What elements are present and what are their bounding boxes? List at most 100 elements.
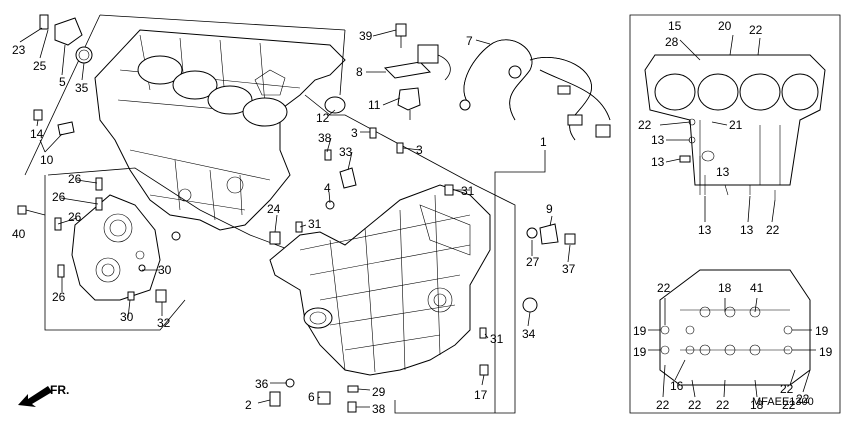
callout-40: 40 <box>12 227 26 241</box>
lower-crankcase <box>269 184 491 376</box>
callout-3a: 3 <box>351 126 358 140</box>
callout-21: 21 <box>729 118 743 132</box>
callout-23: 23 <box>12 43 26 57</box>
wire-harness <box>459 39 611 141</box>
callout-26d: 26 <box>52 290 66 304</box>
bolt-17 <box>479 364 489 376</box>
crankcase-inset-lower <box>659 269 811 386</box>
callout-38a: 38 <box>318 131 332 145</box>
cover-bracket-bottom <box>44 175 186 331</box>
callout-20: 20 <box>718 19 732 33</box>
callout-29: 29 <box>372 385 386 399</box>
bolt-38b <box>347 401 357 413</box>
callout-11: 11 <box>368 98 381 112</box>
callout-2: 2 <box>245 398 252 412</box>
o-ring-36 <box>285 378 295 388</box>
callout-13e: 13 <box>740 223 754 237</box>
callout-22i: 22 <box>796 392 810 406</box>
bracket-32 <box>155 289 167 303</box>
callout-37: 37 <box>562 262 576 276</box>
nut-37 <box>564 233 576 245</box>
callout-26b: 26 <box>52 190 66 204</box>
callout-30b: 30 <box>120 310 134 324</box>
callout-1: 1 <box>540 135 547 149</box>
plug-2 <box>269 391 281 407</box>
callout-25: 25 <box>33 59 47 73</box>
callout-12: 12 <box>316 111 330 125</box>
diagram-code: MFAEE1300 <box>752 396 814 408</box>
sensor-5 <box>54 17 83 46</box>
callout-6: 6 <box>308 390 315 404</box>
callout-13a: 13 <box>651 133 665 147</box>
lower-case-leader <box>494 150 546 413</box>
switch-10 <box>57 121 75 136</box>
callout-13c: 13 <box>716 165 730 179</box>
washer-29 <box>347 385 359 393</box>
callout-22b: 22 <box>638 118 652 132</box>
callout-31a: 31 <box>461 184 475 198</box>
callout-18a: 18 <box>718 281 732 295</box>
bolt-6 <box>317 391 331 405</box>
callout-24: 24 <box>267 202 281 216</box>
callout-17: 17 <box>474 388 488 402</box>
callout-9: 9 <box>546 202 553 216</box>
cover-bracket-top <box>47 167 291 251</box>
callout-38b: 38 <box>372 402 386 416</box>
callout-35: 35 <box>75 81 89 95</box>
callout-22f: 22 <box>688 398 702 412</box>
crankcase-inset-upper <box>629 14 841 414</box>
callout-16: 16 <box>670 379 684 393</box>
callout-31c: 31 <box>490 332 504 346</box>
callout-32: 32 <box>157 316 171 330</box>
callout-22e: 22 <box>656 398 670 412</box>
callout-39: 39 <box>359 29 373 43</box>
bolt-23 <box>39 14 49 30</box>
callout-28: 28 <box>665 35 679 49</box>
upper-case-bracket <box>24 14 346 176</box>
callout-4: 4 <box>324 181 331 195</box>
guide-33 <box>339 167 357 189</box>
callout-15: 15 <box>668 19 682 33</box>
callout-26a: 26 <box>68 172 82 186</box>
callout-22c: 22 <box>766 223 780 237</box>
callout-30a: 30 <box>158 263 172 277</box>
callout-13d: 13 <box>698 223 712 237</box>
callout-36: 36 <box>255 377 269 391</box>
collar-34 <box>522 297 538 313</box>
washer-27 <box>526 227 538 239</box>
callout-22h: 22 <box>780 382 794 396</box>
callout-19a: 19 <box>633 324 647 338</box>
callout-19d: 19 <box>819 345 833 359</box>
callout-22j: 22 <box>782 398 796 412</box>
front-arrow-icon <box>18 386 52 407</box>
sensor-assembly <box>383 23 451 120</box>
plug-12 <box>324 96 346 114</box>
cap-24 <box>269 231 281 245</box>
callout-22a: 22 <box>749 23 763 37</box>
callout-19c: 19 <box>815 324 829 338</box>
o-ring-35 <box>75 46 93 64</box>
callout-7: 7 <box>466 34 473 48</box>
callout-14: 14 <box>30 127 44 141</box>
callout-10: 10 <box>40 153 54 167</box>
callout-22d: 22 <box>657 281 671 295</box>
callout-19b: 19 <box>633 345 647 359</box>
callout-13b: 13 <box>651 155 665 169</box>
bolt-14 <box>33 109 43 121</box>
side-cover <box>71 194 161 301</box>
callout-18b: 18 <box>750 398 764 412</box>
callout-27: 27 <box>526 255 540 269</box>
callout-41: 41 <box>750 281 764 295</box>
callout-22g: 22 <box>716 398 730 412</box>
callout-33: 33 <box>339 145 353 159</box>
front-label: FR. <box>50 383 69 397</box>
callout-34: 34 <box>522 327 536 341</box>
bolt-40 <box>17 205 27 215</box>
callout-8: 8 <box>356 65 363 79</box>
upper-crankcase <box>94 29 346 231</box>
callout-26c: 26 <box>68 210 82 224</box>
callout-5: 5 <box>59 75 66 89</box>
callout-31b: 31 <box>308 217 322 231</box>
leader-lines <box>19 27 816 408</box>
